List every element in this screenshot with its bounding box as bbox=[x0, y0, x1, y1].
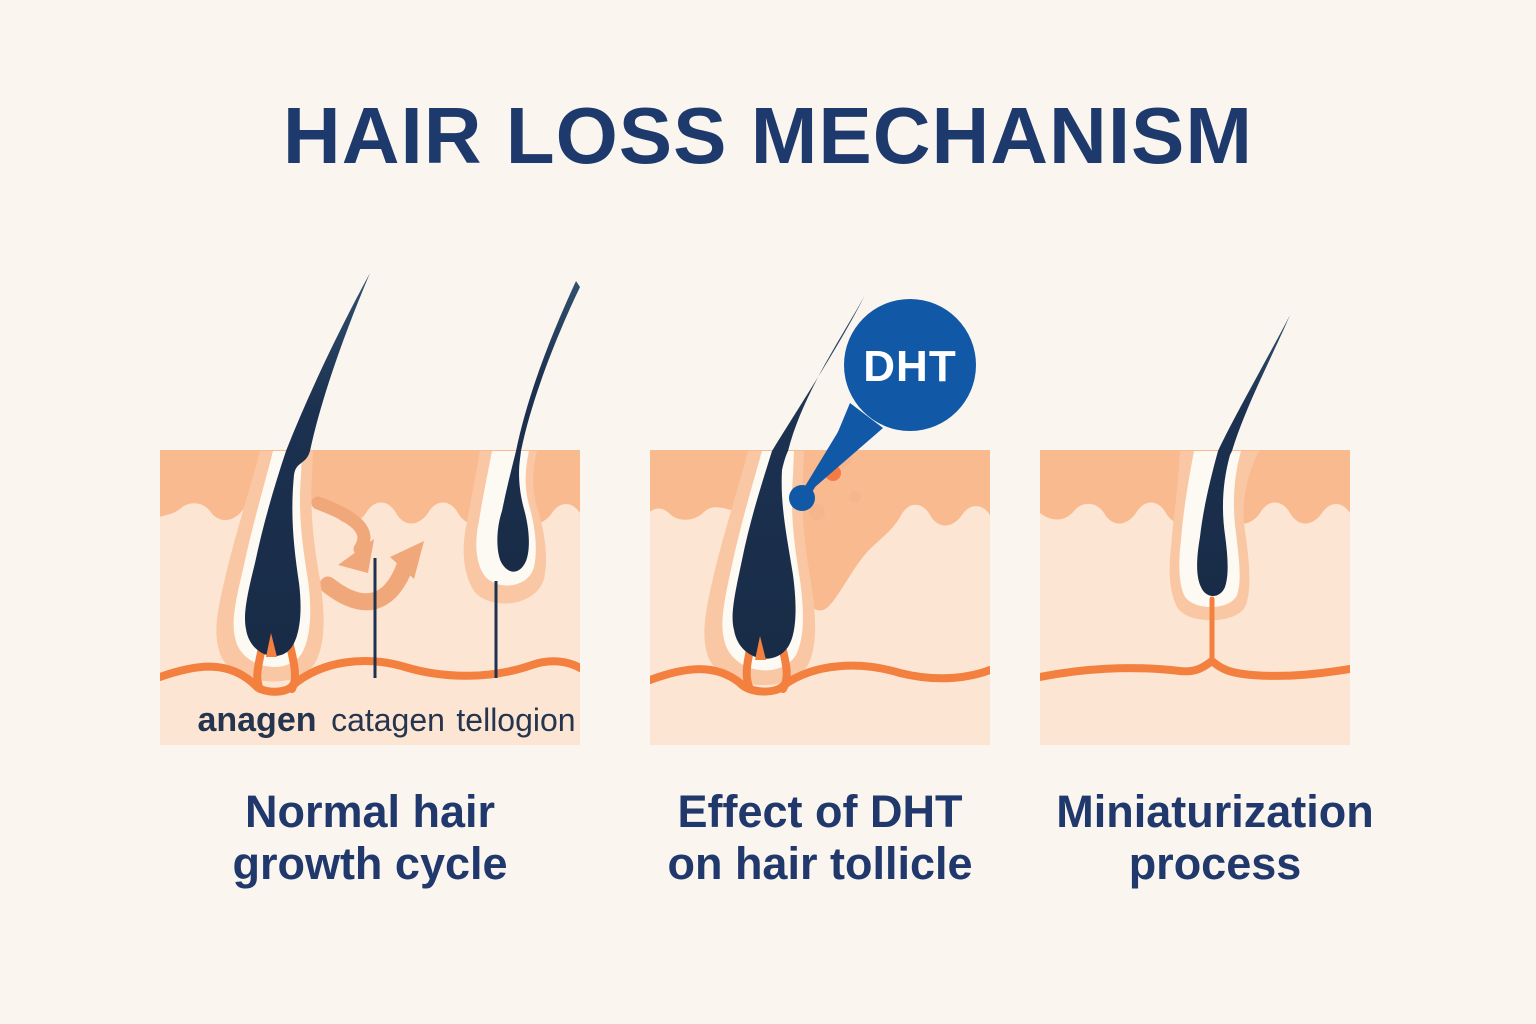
caption-miniaturization: Miniaturization process bbox=[1035, 786, 1395, 890]
caption-line: on hair tollicle bbox=[667, 838, 973, 889]
miniaturized-hair bbox=[1197, 315, 1290, 596]
dht-badge-label: DHT bbox=[863, 342, 956, 391]
caption-line: process bbox=[1128, 838, 1302, 889]
caption-line: growth cycle bbox=[232, 838, 508, 889]
illustration-miniaturization bbox=[1040, 315, 1350, 745]
telogen-hair bbox=[497, 281, 580, 572]
caption-line: Effect of DHT bbox=[677, 786, 963, 837]
blood-vessel bbox=[1040, 596, 1350, 681]
dht-target-dot bbox=[789, 485, 815, 511]
dermal-papilla bbox=[266, 633, 277, 657]
anagen-hair bbox=[245, 273, 370, 657]
caption-normal-growth: Normal hair growth cycle bbox=[160, 786, 580, 890]
page-title: HAIR LOSS MECHANISM bbox=[282, 91, 1254, 180]
dht-badge-tail bbox=[815, 403, 883, 487]
illustration-normal-growth-cycle: anagen catagen tellogion bbox=[160, 273, 580, 745]
stage-label-anagen: anagen bbox=[197, 701, 316, 739]
hair-shaft bbox=[732, 295, 865, 659]
stage-label-catagen: catagen bbox=[331, 702, 445, 738]
stage-label-tellogion: tellogion bbox=[456, 702, 575, 738]
dht-badge: DHT bbox=[789, 299, 976, 511]
illustration-dht-effect: DHT bbox=[650, 295, 990, 745]
caption-line: Miniaturization bbox=[1056, 786, 1374, 837]
skin-epidermis bbox=[650, 450, 990, 611]
caption-line: Normal hair bbox=[244, 786, 496, 837]
dht-badge-circle bbox=[844, 299, 976, 431]
caption-dht-effect: Effect of DHT on hair tollicle bbox=[650, 786, 990, 890]
dermal-papilla bbox=[755, 636, 766, 660]
